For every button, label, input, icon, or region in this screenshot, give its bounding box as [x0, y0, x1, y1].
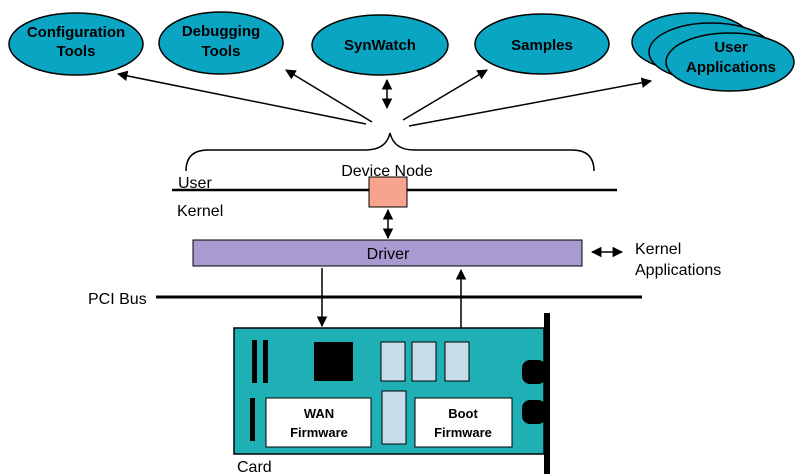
card-bracket: [544, 313, 550, 474]
user-applications-label-2: Applications: [686, 59, 776, 76]
wan-firmware-label-1: WAN: [304, 406, 334, 421]
configuration-tools-node: Configuration Tools: [8, 12, 144, 76]
arrow-config: [116, 70, 367, 125]
card-chip: [314, 342, 353, 381]
tool-arrows: [116, 69, 653, 127]
driver-box: [192, 239, 583, 267]
card-module-3: [444, 341, 470, 382]
boot-firmware-box: [414, 397, 513, 448]
device-node-label: Device Node: [341, 163, 433, 180]
card-module-1: [380, 341, 406, 382]
samples-node: Samples: [474, 13, 610, 75]
configuration-tools-label-1: Configuration: [27, 24, 125, 41]
debugging-tools-label-1: Debugging: [182, 23, 260, 40]
arrow-user-apps: [408, 77, 653, 127]
driver-label: Driver: [367, 246, 410, 263]
card-label: Card: [237, 459, 272, 474]
user-applications-stack: User Applications: [631, 12, 795, 92]
card-connector-1: [522, 360, 546, 384]
wan-firmware-label-2: Firmware: [290, 425, 348, 440]
samples-label: Samples: [511, 37, 573, 54]
kernel-label: Kernel: [177, 203, 223, 220]
card-module-4: [381, 390, 407, 445]
debugging-tools-node: Debugging Tools: [158, 11, 284, 75]
card-module-2: [411, 341, 437, 382]
arrow-samples: [402, 69, 488, 121]
kernel-apps-label-2: Applications: [635, 262, 721, 279]
kernel-apps-label-1: Kernel: [635, 241, 681, 258]
card: WAN Firmware Boot Firmware: [233, 313, 550, 474]
synwatch-label: SynWatch: [344, 37, 416, 54]
card-connector-2: [522, 400, 546, 424]
arrow-debugging: [285, 69, 373, 123]
synwatch-node: SynWatch: [311, 14, 449, 76]
boot-firmware-label-1: Boot: [448, 406, 478, 421]
pci-bus-label: PCI Bus: [88, 291, 147, 308]
debugging-tools-label-2: Tools: [202, 43, 241, 60]
boot-firmware-label-2: Firmware: [434, 425, 492, 440]
device-node-box: [368, 176, 408, 208]
brace: [185, 132, 595, 172]
card-slot-top-2: [263, 340, 268, 383]
card-slot-bottom: [250, 398, 255, 441]
card-slot-top-1: [252, 340, 257, 383]
configuration-tools-label-2: Tools: [57, 43, 96, 60]
user-applications-label-1: User: [714, 39, 748, 56]
user-label: User: [178, 175, 212, 192]
wan-firmware-box: [265, 397, 372, 448]
